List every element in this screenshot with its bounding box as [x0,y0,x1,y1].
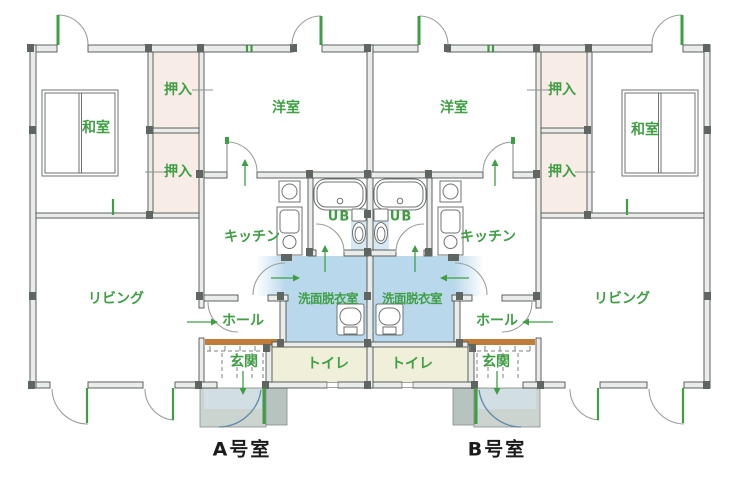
washbasin-b [375,303,404,336]
toilet-fixture-a [351,208,367,244]
room-label-closet-a-bottom: 押入 [164,164,192,180]
room-label-hall-a: ホール [222,313,264,329]
doors [51,14,685,428]
room-label-living-a: リビング [88,291,144,307]
kitchen-unit-a [276,180,303,261]
unit-name-b: B号室 [467,438,527,461]
room-label-toilet-a: トイレ [307,356,349,372]
washbasin-a [336,303,365,336]
toilet-fixture-b [373,208,389,244]
room-label-toilet-b: トイレ [391,356,433,372]
annotations [145,89,595,395]
room-label-western-room-b: 洋室 [440,100,468,116]
unit-name-a: A号室 [212,438,272,461]
room-label-hall-b: ホール [476,313,518,329]
room-label-closet-b-top: 押入 [548,82,576,98]
room-label-western-room-a: 洋室 [272,100,300,116]
bathtub-a [313,178,367,211]
room-label-unit-bath-a: UB [327,209,351,225]
bathtub-b [373,178,427,211]
wall-pillars [27,44,711,389]
room-label-kitchen-a: キッチン [224,229,280,245]
room-label-japanese-room-a: 和室 [82,120,110,136]
room-label-closet-b-bottom: 押入 [548,164,576,180]
tatami-mats [41,89,699,177]
fixtures [276,178,464,336]
room-shading [153,52,587,428]
kitchen-unit-b [437,180,464,261]
entry-hatch-b [469,346,533,379]
room-label-kitchen-b: キッチン [460,229,516,245]
room-label-washroom-b: 洗面脱衣室 [381,290,443,306]
direction-arrows [187,159,553,395]
room-label-entrance-b: 玄関 [482,354,510,370]
room-label-living-b: リビング [594,291,650,307]
room-label-washroom-a: 洗面脱衣室 [297,290,359,306]
room-label-japanese-room-b: 和室 [631,122,659,138]
room-label-entrance-a: 玄関 [230,354,258,370]
entry-hatch-a [207,346,271,379]
room-label-unit-bath-b: UB [389,209,413,225]
room-label-closet-a-top: 押入 [164,82,192,98]
